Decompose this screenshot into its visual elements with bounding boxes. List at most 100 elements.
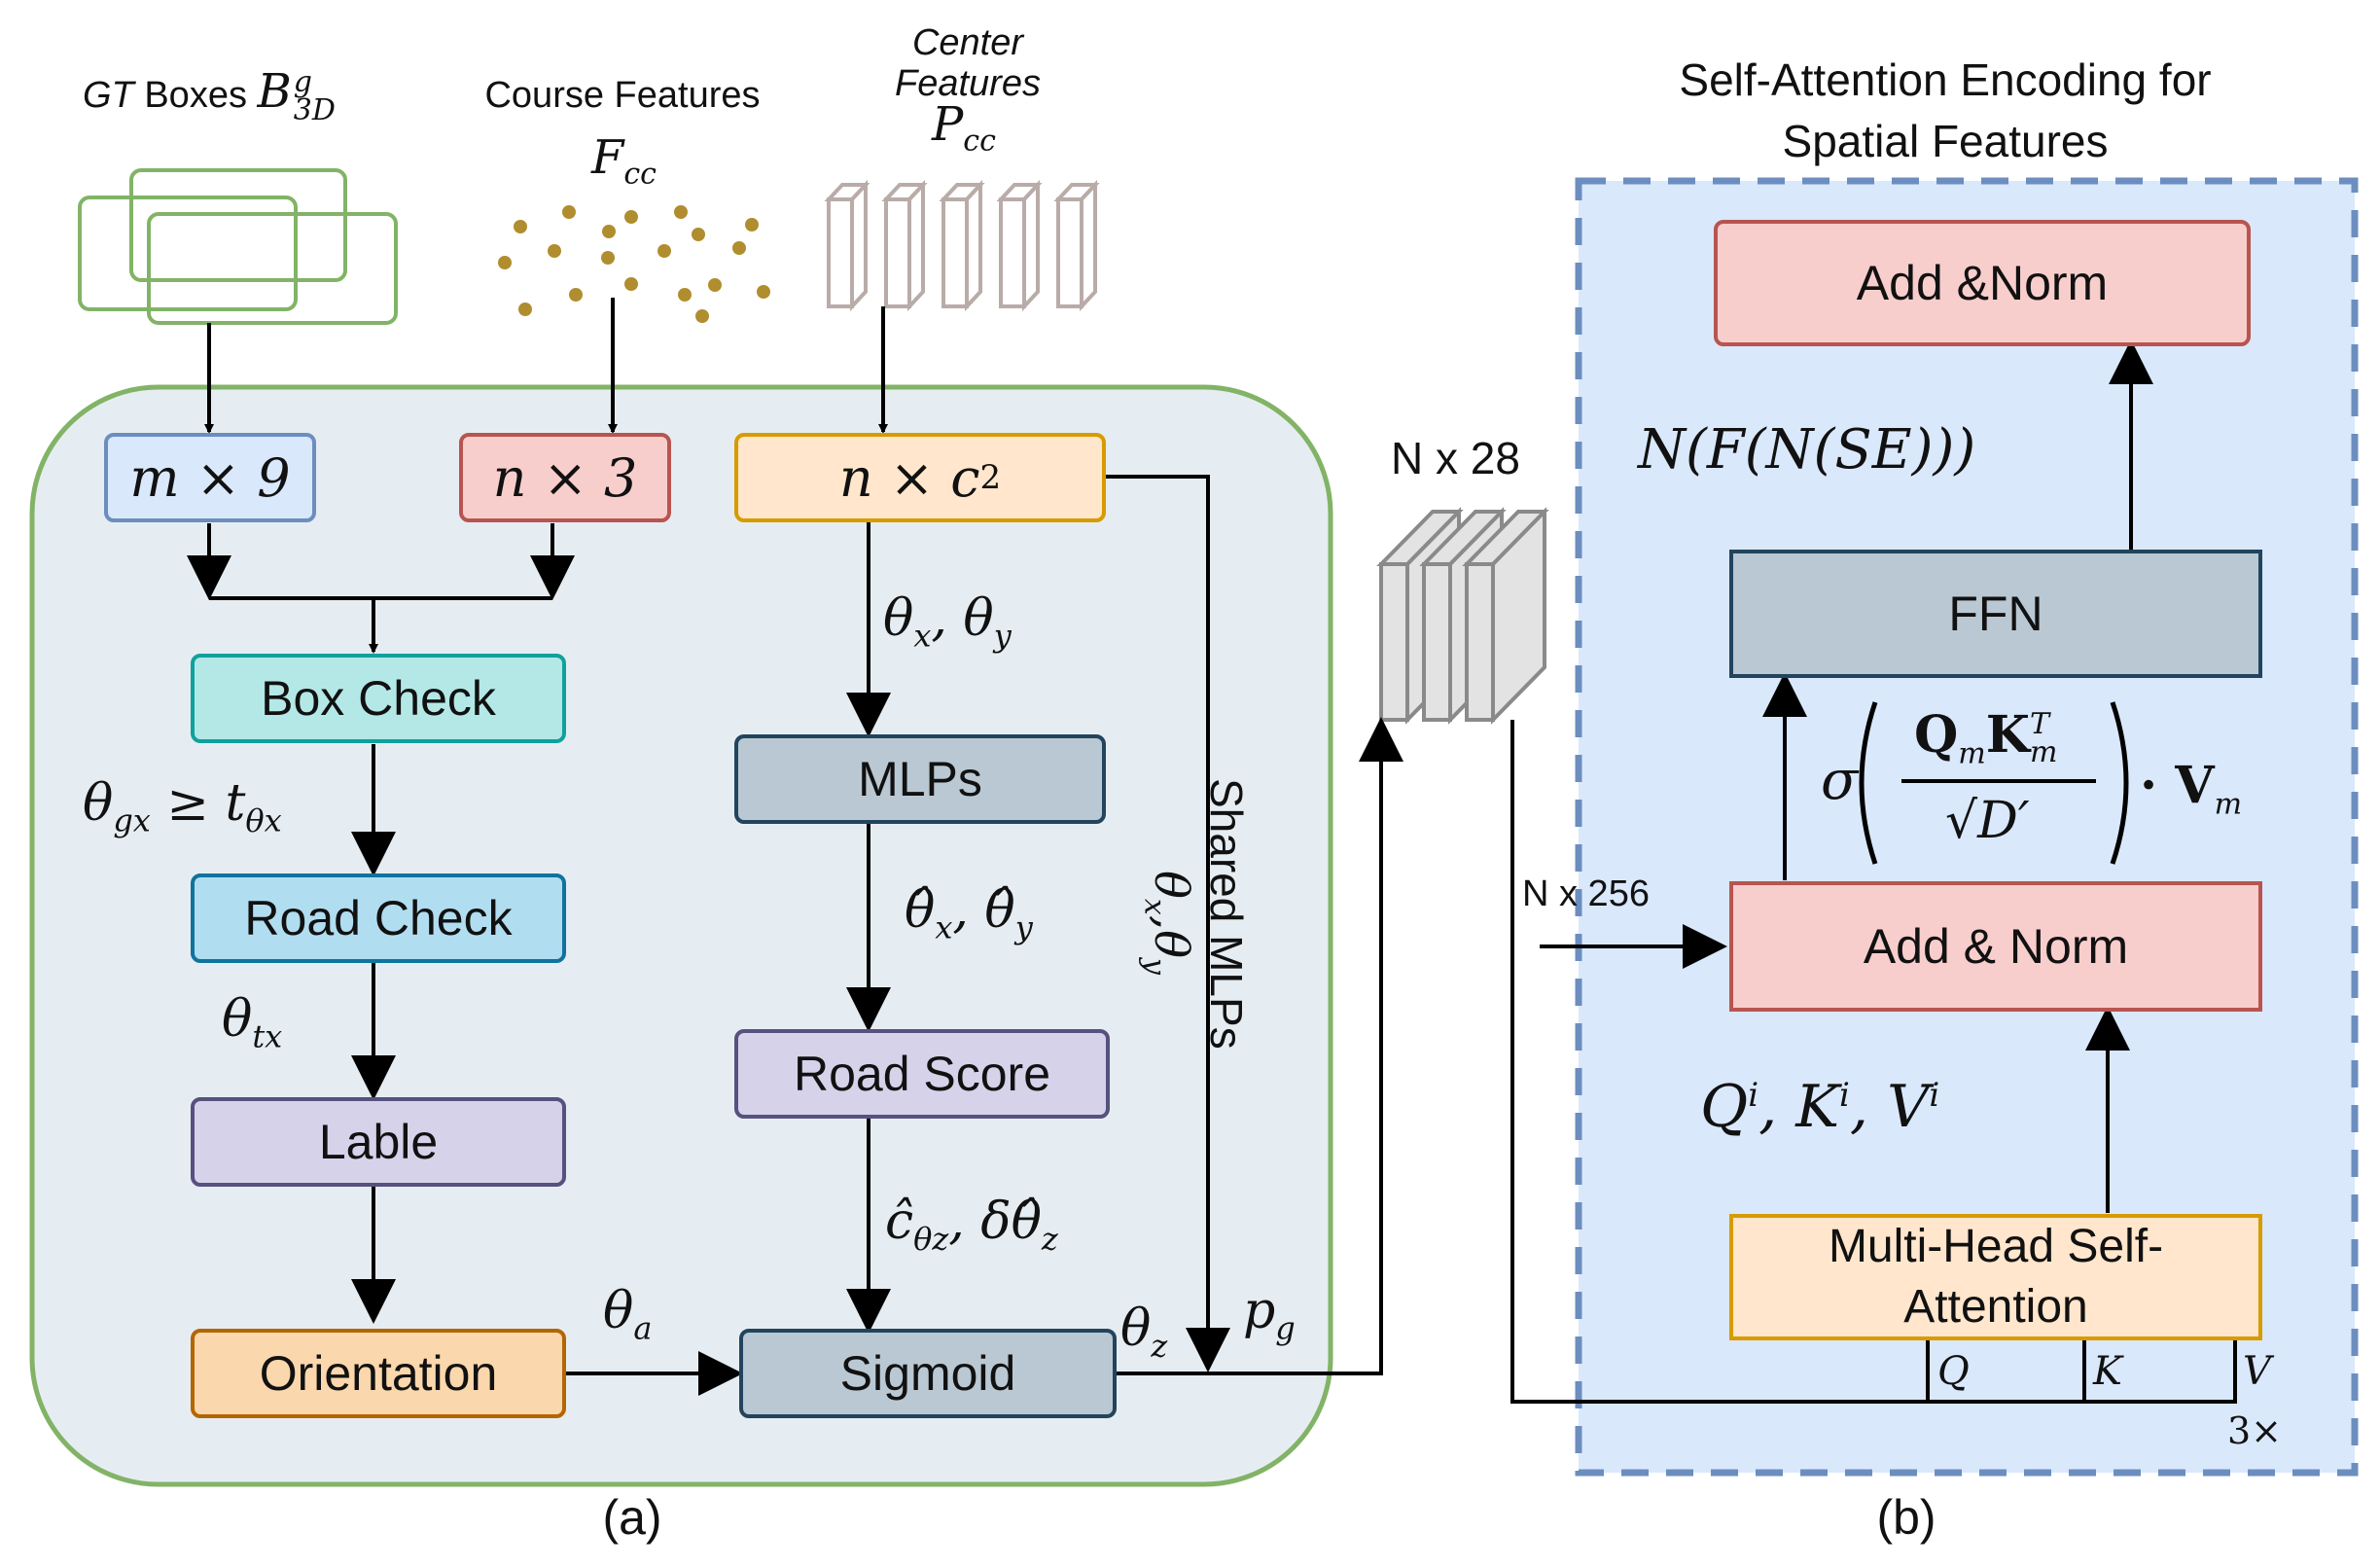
c-hat-symbol: ĉ	[885, 1193, 914, 1251]
theta-a-sub: a	[633, 1309, 653, 1347]
course-features-symbol: Fcc	[591, 134, 657, 190]
shared-mlps-label: Shared MLPs	[1201, 778, 1252, 1050]
attention-left-paren	[1859, 701, 1878, 865]
box-check-label: Box Check	[261, 671, 496, 726]
theta-gx-sub: gx	[113, 802, 151, 839]
output-feature-slabs-icon	[1376, 507, 1549, 725]
lable-label: Lable	[318, 1115, 439, 1169]
attention-k-sub: m	[2029, 734, 2058, 769]
center-features-slabs-icon	[824, 179, 1100, 312]
qkv-v-sup: i	[1929, 1076, 1940, 1115]
theta-xy-symbol: θ	[883, 589, 914, 648]
panel-a-connectors	[187, 298, 1403, 1396]
rot-theta-symbol: θ	[1144, 871, 1198, 899]
p-g-sub: g	[1275, 1309, 1296, 1347]
qkv-label: Qi, Ki, Vi	[1700, 1078, 1939, 1136]
gt-boxes-rest: Boxes	[133, 75, 258, 116]
attention-sigma: σ	[1821, 749, 1859, 812]
gt-boxes-sub: 3D	[293, 92, 336, 127]
theta-gx-label: θgx ≥ tθx	[83, 778, 282, 836]
add-norm-top-box: Add &Norm	[1714, 220, 2251, 346]
road-score-label: Road Score	[793, 1047, 1051, 1101]
gt-boxes-sup: g	[293, 65, 313, 100]
panel-b-connectors	[1510, 339, 2237, 1404]
road-check-label: Road Check	[244, 891, 513, 945]
n3-shape-box: n × 3	[459, 433, 671, 522]
rot-theta-sub2: y	[1137, 957, 1172, 975]
p-g-label: pg	[1243, 1286, 1296, 1343]
ffn-label: FFN	[1948, 587, 2043, 641]
input-dim-label: N x 256	[1522, 873, 1650, 914]
qkv-k: , K	[1758, 1073, 1840, 1141]
sigmoid-box: Sigmoid	[739, 1329, 1117, 1418]
theta-gx-symbol: θ	[83, 774, 114, 833]
gt-boxes-prefix: GT	[83, 75, 134, 116]
attention-denominator: √D′	[1945, 792, 2030, 850]
attention-right-paren	[2110, 701, 2129, 865]
center-features-symbol: Pcc	[932, 101, 996, 157]
road-check-box: Road Check	[191, 873, 566, 963]
c-hat-mid: , δθ̂	[948, 1193, 1042, 1251]
theta-z-sub: z	[1151, 1327, 1168, 1365]
q-input-label: Q	[1937, 1349, 1970, 1394]
repeat-label: 3×	[2227, 1409, 2283, 1452]
theta-gx-t-sub: θx	[245, 802, 282, 839]
sigmoid-label: Sigmoid	[839, 1346, 1016, 1401]
m9-shape-label: m × 9	[129, 446, 291, 509]
output-dim-label: N x 28	[1391, 433, 1520, 483]
center-symbol: P	[932, 97, 964, 152]
qkv-q-sup: i	[1748, 1076, 1759, 1115]
center-features-line2: Features	[895, 63, 1041, 104]
c-hat-sub: θz	[913, 1220, 949, 1258]
gt-boxes-symbol: B	[257, 64, 292, 119]
c-hat-sub2: z	[1041, 1220, 1058, 1258]
theta-z-label: θz	[1120, 1303, 1167, 1361]
ffn-box: FFN	[1729, 550, 2262, 678]
panel-b-title-line1: Self-Attention Encoding for	[1679, 54, 2212, 105]
orientation-label: Orientation	[259, 1346, 498, 1401]
v-input-label: V	[2243, 1349, 2271, 1394]
attention-q: Q	[1914, 705, 1959, 765]
add-norm-mid-label: Add & Norm	[1863, 919, 2129, 974]
panel-b-title-line2: Spatial Features	[1782, 116, 2109, 166]
theta-hat-mid: , θ̂	[952, 881, 1015, 940]
theta-xy-sub1: x	[913, 617, 932, 655]
theta-hat-sub1: x	[935, 909, 953, 946]
road-score-box: Road Score	[734, 1029, 1110, 1119]
course-features-dots-icon	[498, 205, 770, 323]
c-hat-label: ĉθz, δθ̂z	[885, 1196, 1058, 1254]
center-features-line1: Center	[911, 22, 1024, 63]
panel-a-caption: (a)	[602, 1490, 662, 1545]
qkv-v: , V	[1849, 1073, 1930, 1141]
rot-theta-sub1: x	[1137, 898, 1172, 915]
qkv-k-sup: i	[1839, 1076, 1850, 1115]
attention-v-sub: m	[2214, 787, 2243, 822]
theta-tx-sub: tx	[252, 1017, 283, 1055]
attention-k-sup: T	[2029, 707, 2049, 741]
theta-tx-label: θtx	[222, 994, 282, 1051]
box-check-box: Box Check	[191, 654, 566, 743]
panel-b-caption: (b)	[1876, 1490, 1936, 1545]
attention-q-sub: m	[1958, 736, 1986, 771]
attention-k: K	[1985, 705, 2030, 765]
nc2-shape-label: n × c	[838, 446, 980, 509]
theta-a-symbol: θ	[603, 1282, 634, 1340]
theta-tx-symbol: θ	[222, 990, 253, 1049]
m9-shape-box: m × 9	[104, 433, 316, 522]
attention-v-symbol: · V	[2140, 756, 2215, 815]
theta-hat-symbol: θ̂	[905, 881, 936, 940]
lable-box: Lable	[191, 1097, 566, 1187]
theta-hat-sub2: y	[1014, 909, 1033, 946]
qkv-q: Q	[1700, 1073, 1749, 1141]
add-norm-top-label: Add &Norm	[1856, 256, 2109, 310]
theta-xy-label: θx, θy	[883, 593, 1012, 651]
p-g-symbol: p	[1243, 1282, 1276, 1340]
mlps-label: MLPs	[858, 752, 982, 806]
n3-shape-label: n × 3	[492, 446, 638, 509]
mhsa-label-line2: Attention	[1903, 1281, 2088, 1333]
